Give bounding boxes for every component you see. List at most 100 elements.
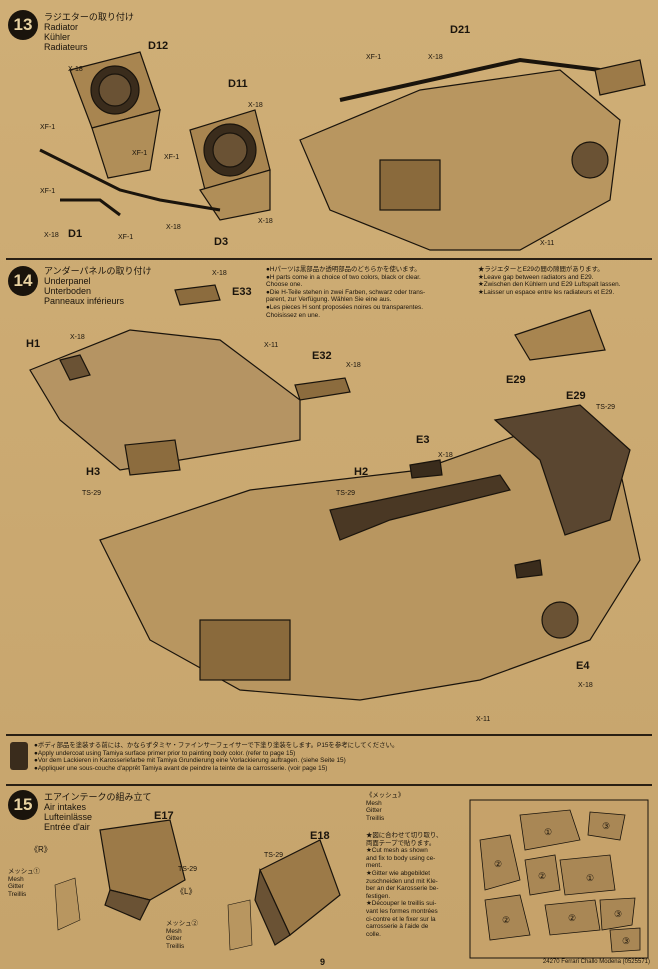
note-line: Choisissez en une. — [266, 311, 320, 319]
mesh-piece-number: ③ — [614, 909, 623, 919]
spray-can-icon — [10, 742, 28, 770]
part-label: E4 — [576, 660, 590, 672]
screw-label: X-11 — [264, 342, 279, 349]
part-label: E32 — [312, 350, 332, 362]
air-intake-e17-drawing — [99, 819, 186, 921]
note-line: ★図に合わせて切り取り、 — [366, 832, 443, 839]
part-label: E3 — [416, 434, 430, 446]
step-13-number: 13 — [8, 10, 38, 40]
section-divider — [6, 734, 652, 736]
note-line: ★Laisser un espace entre les radiateurs … — [478, 288, 615, 296]
note-line: メッシュ① — [8, 868, 40, 875]
note-line: ★Découper le treillis sui- — [366, 900, 437, 908]
screw-label: TS-29 — [336, 490, 356, 497]
mesh-l-drawing — [227, 899, 253, 951]
mesh-piece-number: ② — [494, 859, 503, 869]
note-line: ber an der Karosserie be- — [366, 885, 439, 893]
radiator-d11-drawing — [189, 109, 271, 221]
note-line: ★Cut mesh as shown — [366, 847, 428, 855]
screw-label: X-11 — [540, 240, 555, 247]
note-line: Choose one. — [266, 281, 303, 289]
step-15-title-de: Lufteinlässe — [44, 812, 93, 822]
primer-note: ●ボディ部品を塗装する前には、かならずタミヤ・ファインサーフェイサーで下塗り塗装… — [34, 742, 634, 772]
mesh-piece-number: ③ — [622, 936, 631, 946]
note-line: ★Gitter wie abgebildet — [366, 869, 430, 877]
note-line: colle. — [366, 930, 381, 938]
screw-label: X-11 — [476, 716, 491, 723]
step-15-title: エアインテークの組み立て Air intakes Lufteinlässe En… — [44, 792, 152, 832]
radiator-pipes-drawing — [39, 148, 221, 217]
radiator-d12-drawing — [69, 51, 161, 179]
part-label: D3 — [214, 236, 229, 248]
note-line: Mesh — [366, 799, 382, 807]
screw-label: XF-1 — [132, 150, 148, 157]
note-line: zuschneiden und mit Kle- — [366, 877, 438, 885]
step-15-number: 15 — [8, 790, 38, 820]
part-label: D12 — [148, 40, 169, 52]
underpanel-drawing — [29, 284, 351, 476]
step-14-title-fr: Panneaux inférieurs — [44, 296, 125, 306]
note-line: ●Hパーツは黒部品か透明部品のどちらかを使います。 — [266, 266, 421, 273]
step-15-title-fr: Entrée d'air — [44, 822, 90, 832]
screw-label: XF-1 — [164, 154, 180, 161]
note-line: and fix to body using ce- — [366, 854, 436, 862]
mesh-box-title: 《メッシュ》 Mesh Gitter Treillis — [366, 792, 466, 822]
note-line: 両面テープで貼ります。 — [366, 839, 436, 847]
note-line: ★Zwischen den Kühlern und E29 Luftspalt … — [478, 281, 621, 289]
page-number: 9 — [320, 957, 326, 967]
part-label: E29 — [506, 374, 526, 386]
part-label: H1 — [26, 338, 41, 350]
screw-label: X-18 — [68, 66, 83, 73]
note-line: ●H parts come in a choice of two colors,… — [266, 273, 421, 281]
note-line: Mesh — [8, 875, 24, 883]
screw-label: XF-1 — [40, 188, 56, 195]
step-13-title-de: Kühler — [44, 32, 71, 42]
note-line: Treillis — [366, 814, 385, 822]
screw-label: TS-29 — [596, 404, 616, 411]
mesh-piece-number: ① — [586, 873, 595, 883]
screw-label: TS-29 — [264, 852, 284, 859]
note-line: ci-contre et le fixer sur la — [366, 915, 436, 923]
step-13-title-en: Radiator — [44, 22, 79, 32]
step-14-title: アンダーパネルの取り付け Underpanel Unterboden Panne… — [44, 266, 152, 306]
mesh-template-pieces — [479, 809, 641, 953]
mesh-label-l: メッシュ② Mesh Gitter Treillis — [166, 920, 198, 950]
note-line: Gitter — [166, 935, 182, 943]
footer-code: 24270 Ferrari Challo Modena (0525571) — [542, 959, 650, 965]
mesh-label-r: メッシュ① Mesh Gitter Treillis — [8, 868, 40, 898]
section-divider — [6, 258, 652, 260]
part-label: E18 — [310, 830, 330, 842]
right-side-label: 《R》 — [30, 845, 52, 854]
part-label: D1 — [68, 228, 83, 240]
note-line: ●Vor dem Lackieren in Karosseriefarbe mi… — [34, 757, 346, 765]
mesh-cut-note: ★図に合わせて切り取り、 両面テープで貼ります。 ★Cut mesh as sh… — [366, 832, 466, 938]
note-line: Mesh — [166, 927, 182, 935]
screw-label: X-18 — [346, 362, 361, 369]
note-line: ment. — [366, 862, 382, 870]
part-label: E33 — [232, 286, 252, 298]
e29-gap-note: ★ラジエターとE29の間の隙間があります。 ★Leave gap between… — [478, 266, 650, 296]
note-line: festigen. — [366, 892, 391, 900]
screw-label: X-18 — [248, 102, 263, 109]
note-line: 《メッシュ》 — [366, 792, 405, 799]
screw-label: X-18 — [428, 54, 443, 61]
chassis-rear-drawing — [299, 57, 646, 251]
h-parts-note: ●Hパーツは黒部品か透明部品のどちらかを使います。 ●H parts come … — [266, 266, 471, 319]
screw-label: X-18 — [212, 270, 227, 277]
air-intake-e18-drawing — [254, 839, 341, 946]
section-divider — [6, 784, 652, 786]
mesh-piece-number: ③ — [602, 821, 611, 831]
screw-label: X-18 — [44, 232, 59, 239]
part-label: H3 — [86, 466, 101, 478]
mesh-piece-number: ② — [568, 913, 577, 923]
screw-label: TS-29 — [82, 490, 102, 497]
mesh-piece-number: ① — [544, 827, 553, 837]
mesh-piece-number: ② — [502, 915, 511, 925]
part-label: E17 — [154, 810, 174, 822]
note-line: ●ボディ部品を塗装する前には、かならずタミヤ・ファインサーフェイサーで下塗り塗装… — [34, 742, 399, 749]
screw-label: X-18 — [258, 218, 273, 225]
note-line: parent, zur Verfügung. Wählen Sie eine a… — [266, 296, 392, 304]
screw-label: TS-29 — [178, 866, 198, 873]
screw-label: X-18 — [438, 452, 453, 459]
